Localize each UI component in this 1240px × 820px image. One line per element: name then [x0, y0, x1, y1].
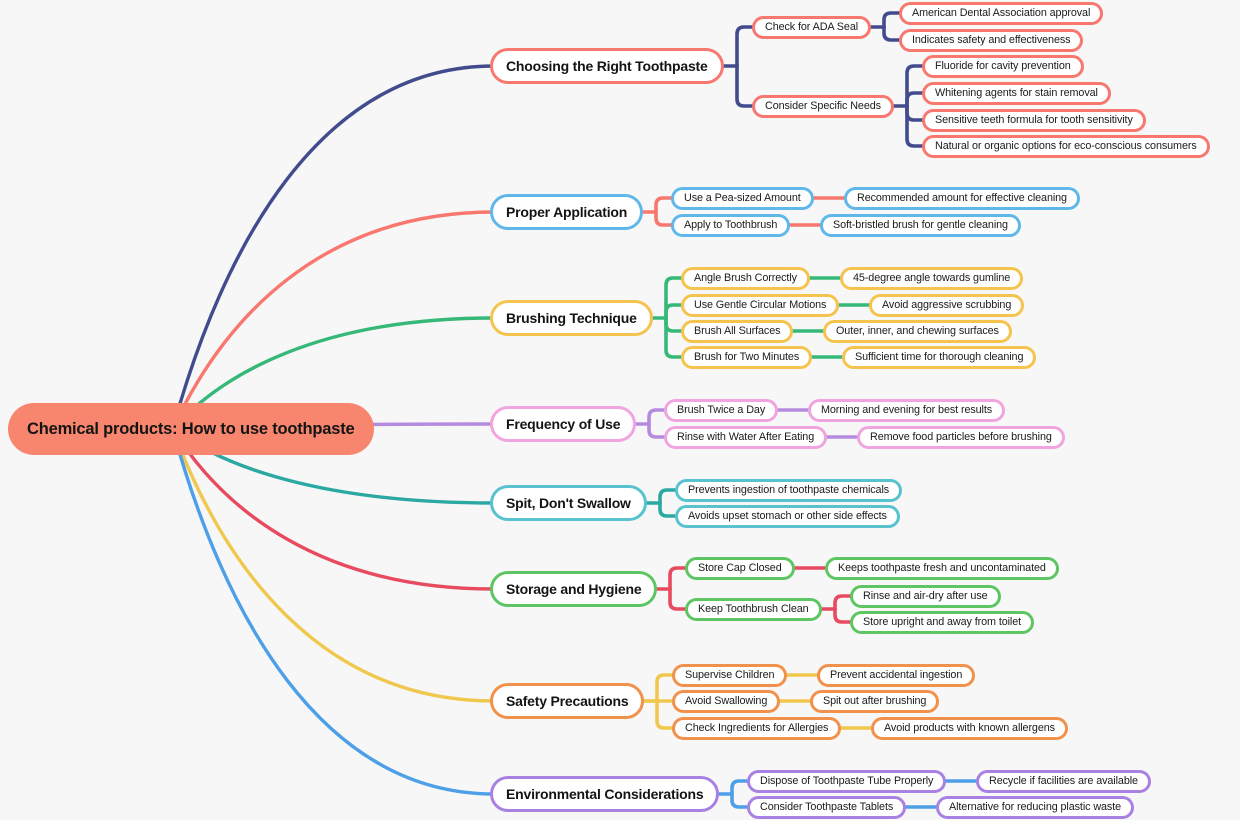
connector-line: [647, 422, 668, 439]
detail-node-indicates-safety-and-effectiveness[interactable]: Indicates safety and effectiveness: [899, 28, 1084, 52]
connector-line: [905, 104, 926, 148]
connector-line: [833, 594, 854, 611]
connector-line: [654, 196, 675, 214]
subtopic-node-store-cap-closed[interactable]: Store Cap Closed: [685, 556, 795, 580]
connector-line: [735, 25, 756, 68]
detail-node-prevent-accidental-ingestion[interactable]: Prevent accidental ingestion: [817, 663, 976, 687]
subtopic-node-keep-toothbrush-clean[interactable]: Keep Toothbrush Clean: [685, 597, 822, 621]
detail-node-sensitive-teeth-formula-for-tooth-sensitivit[interactable]: Sensitive teeth formula for tooth sensit…: [922, 108, 1146, 132]
detail-node-whitening-agents-for-stain-removal[interactable]: Whitening agents for stain removal: [922, 81, 1111, 105]
detail-node-remove-food-particles-before-brushing[interactable]: Remove food particles before brushing: [857, 425, 1065, 449]
connector-line: [668, 587, 689, 611]
subtopic-node-check-ingredients-for-allergies[interactable]: Check Ingredients for Allergies: [672, 716, 842, 740]
subtopic-node-check-for-ada-seal[interactable]: Check for ADA Seal: [752, 15, 872, 39]
branch-node-brushing-technique[interactable]: Brushing Technique: [490, 300, 653, 336]
subtopic-node-apply-to-toothbrush[interactable]: Apply to Toothbrush: [671, 213, 791, 237]
branch-node-safety-precautions[interactable]: Safety Precautions: [490, 683, 645, 719]
subtopic-node-use-gentle-circular-motions[interactable]: Use Gentle Circular Motions: [681, 293, 840, 317]
branch-node-environmental-considerations[interactable]: Environmental Considerations: [490, 776, 720, 812]
subtopic-node-avoid-swallowing[interactable]: Avoid Swallowing: [672, 689, 781, 713]
connector-line: [655, 699, 676, 730]
connector-line: [730, 779, 751, 796]
detail-node-avoid-products-with-known-allergens[interactable]: Avoid products with known allergens: [871, 716, 1068, 740]
connector-line: [658, 501, 679, 518]
connector-line: [730, 792, 751, 809]
branch-node-choosing-the-right-toothpaste[interactable]: Choosing the Right Toothpaste: [490, 48, 724, 84]
connector-line: [905, 91, 926, 108]
subtopic-node-brush-twice-a-day[interactable]: Brush Twice a Day: [664, 398, 779, 422]
subtopic-node-use-a-pea-sized-amount[interactable]: Use a Pea-sized Amount: [671, 186, 814, 210]
branch-node-proper-application[interactable]: Proper Application: [490, 194, 644, 230]
connector-line: [664, 276, 685, 320]
connector-line: [833, 607, 854, 624]
branch-node-storage-and-hygiene[interactable]: Storage and Hygiene: [490, 571, 658, 607]
connector-line: [658, 488, 679, 505]
connector-line: [668, 566, 689, 591]
detail-node-american-dental-association-approval[interactable]: American Dental Association approval: [899, 1, 1104, 25]
detail-node-rinse-and-air-dry-after-use[interactable]: Rinse and air-dry after use: [850, 584, 1001, 608]
subtopic-node-brush-all-surfaces[interactable]: Brush All Surfaces: [681, 319, 794, 343]
subtopic-node-angle-brush-correctly[interactable]: Angle Brush Correctly: [681, 266, 810, 290]
subtopic-node-consider-specific-needs[interactable]: Consider Specific Needs: [752, 94, 894, 118]
subtopic-node-avoids-upset-stomach-or-other-side-effects[interactable]: Avoids upset stomach or other side effec…: [675, 504, 900, 528]
detail-node-recommended-amount-for-effective-cleaning[interactable]: Recommended amount for effective cleanin…: [844, 186, 1080, 210]
connector-line: [664, 316, 685, 359]
branch-node-frequency-of-use[interactable]: Frequency of Use: [490, 406, 637, 442]
connector-line: [647, 408, 668, 426]
subtopic-node-rinse-with-water-after-eating[interactable]: Rinse with Water After Eating: [664, 425, 828, 449]
connector-line: [171, 427, 496, 703]
subtopic-node-supervise-children[interactable]: Supervise Children: [672, 663, 788, 687]
connector-line: [655, 673, 676, 703]
connector-line: [171, 427, 496, 591]
detail-node-recycle-if-facilities-are-available[interactable]: Recycle if facilities are available: [976, 769, 1151, 793]
detail-node-avoid-aggressive-scrubbing[interactable]: Avoid aggressive scrubbing: [869, 293, 1025, 317]
detail-node-store-upright-and-away-from-toilet[interactable]: Store upright and away from toilet: [850, 610, 1035, 634]
detail-node-sufficient-time-for-thorough-cleaning[interactable]: Sufficient time for thorough cleaning: [842, 345, 1037, 369]
connector-line: [735, 64, 756, 108]
subtopic-node-prevents-ingestion-of-toothpaste-chemicals[interactable]: Prevents ingestion of toothpaste chemica…: [675, 478, 903, 502]
subtopic-node-consider-toothpaste-tablets[interactable]: Consider Toothpaste Tablets: [747, 795, 907, 819]
connector-line: [171, 210, 496, 431]
detail-node-alternative-for-reducing-plastic-waste[interactable]: Alternative for reducing plastic waste: [936, 795, 1135, 819]
connector-line: [664, 303, 685, 320]
subtopic-node-brush-for-two-minutes[interactable]: Brush for Two Minutes: [681, 345, 813, 369]
connector-line: [171, 64, 496, 431]
connector-line: [882, 11, 903, 29]
branch-node-spit-don-t-swallow[interactable]: Spit, Don't Swallow: [490, 485, 647, 521]
detail-node-soft-bristled-brush-for-gentle-cleaning[interactable]: Soft-bristled brush for gentle cleaning: [820, 213, 1021, 237]
detail-node-outer-inner-and-chewing-surfaces[interactable]: Outer, inner, and chewing surfaces: [823, 319, 1012, 343]
connector-line: [654, 210, 675, 227]
connector-line: [905, 64, 926, 108]
detail-node-morning-and-evening-for-best-results[interactable]: Morning and evening for best results: [808, 398, 1006, 422]
subtopic-node-dispose-of-toothpaste-tube-properly[interactable]: Dispose of Toothpaste Tube Properly: [747, 769, 947, 793]
connector-line: [882, 25, 903, 42]
detail-node-spit-out-after-brushing[interactable]: Spit out after brushing: [810, 689, 940, 713]
root-node-chemical-products-how-to-use-toothpaste[interactable]: Chemical products: How to use toothpaste: [8, 403, 374, 455]
connector-line: [171, 427, 496, 796]
detail-node-natural-or-organic-options-for-eco-conscious[interactable]: Natural or organic options for eco-consc…: [922, 134, 1210, 158]
detail-node-keeps-toothpaste-fresh-and-uncontaminated[interactable]: Keeps toothpaste fresh and uncontaminate…: [825, 556, 1059, 580]
detail-node-45-degree-angle-towards-gumline[interactable]: 45-degree angle towards gumline: [840, 266, 1024, 290]
detail-node-fluoride-for-cavity-prevention[interactable]: Fluoride for cavity prevention: [922, 54, 1084, 78]
